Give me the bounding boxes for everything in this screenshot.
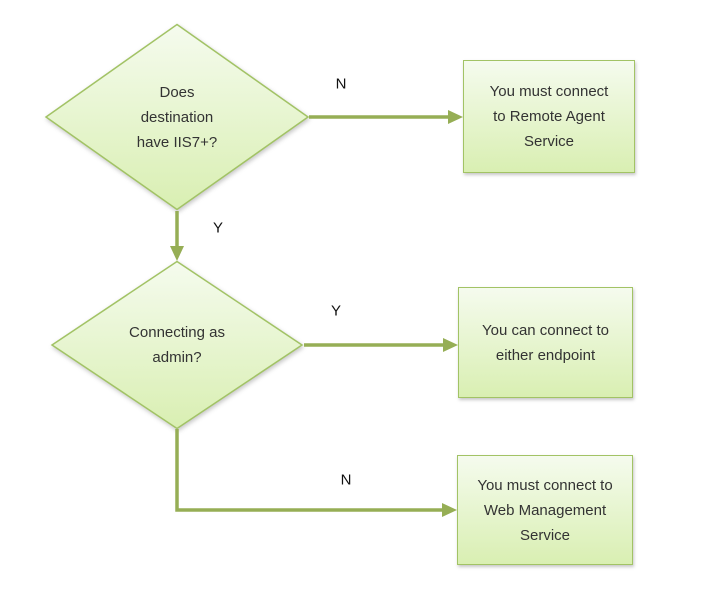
text-line: Connecting as [129,324,225,341]
decision-diamond-shape [44,23,310,211]
text-line: Service [519,526,571,544]
arrowhead-icon [448,110,463,124]
text-line: either endpoint [495,346,596,364]
outcome-node-text: You can connect to either endpoint [459,288,632,397]
decision-diamond-shape [50,260,304,430]
text-line: You can connect to [481,321,610,339]
arrowhead-icon [443,338,458,352]
text-line: You must connect to [477,476,613,494]
arrowhead-icon [170,246,184,261]
edge-label-no: N [340,471,352,489]
outcome-node-text: You must connect to Web Management Servi… [458,456,632,564]
outcome-node-either-endpoint: You can connect to either endpoint [458,287,633,398]
text-line: have IIS7+? [136,133,218,151]
text-line: to Remote Agent [493,108,605,125]
decision-node-text: Does destination have IIS7+? [44,23,310,211]
arrowhead-icon [442,503,457,517]
outcome-node-web-management: You must connect to Web Management Servi… [457,455,633,565]
text-line: admin? [152,349,202,366]
decision-node-iis7: Does destination have IIS7+? [44,23,310,211]
edge-label-yes: Y [330,302,342,320]
outcome-node-text: You must connect to Remote Agent Service [464,61,634,172]
text-line: Service [523,133,575,150]
text-line: You must connect [489,83,609,100]
edge-label-yes: Y [212,219,224,237]
edge-label-no: N [335,75,347,93]
outcome-node-remote-agent: You must connect to Remote Agent Service [463,60,635,173]
text-line: destination [140,108,214,126]
decision-node-admin: Connecting as admin? [50,260,304,430]
text-line: Does [159,83,195,101]
arrow-admin-no [175,429,443,512]
decision-node-text: Connecting as admin? [50,260,304,430]
text-line: Web Management [483,501,607,519]
